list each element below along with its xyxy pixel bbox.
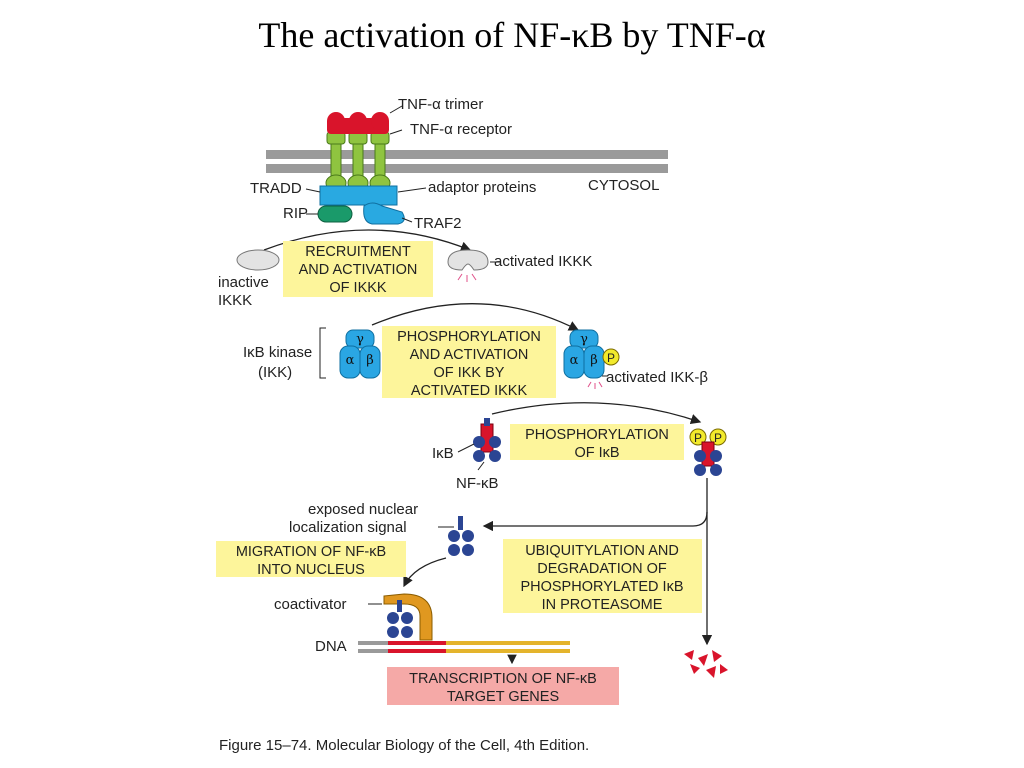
step-phos-ikk: PHOSPHORYLATION AND ACTIVATION OF IKK BY…: [382, 326, 556, 399]
step-phos-ikb-line-1: PHOSPHORYLATION: [525, 427, 669, 443]
ikk-alpha-symbol: α: [346, 353, 355, 368]
ikb-phospho-symbol-2: P: [714, 431, 722, 445]
phospho-ikb-complex: P P: [689, 428, 727, 476]
tnf-trimer-label: TNF-α trimer: [398, 96, 483, 113]
activated-ikkk-label: activated IKKK: [494, 253, 592, 270]
step-phos-ikk-line-2: AND ACTIVATION: [410, 347, 529, 363]
degraded-fragments: [684, 650, 728, 678]
ikb-phospho-symbol-1: P: [694, 431, 702, 445]
activated-ikkk: [447, 249, 489, 282]
step-transcription-line-1: TRANSCRIPTION OF NF-κB: [409, 671, 597, 687]
step-phos-ikk-line-4: ACTIVATED IKKK: [411, 383, 528, 399]
tradd-label: TRADD: [250, 180, 302, 197]
nfkb-label: NF-κB: [456, 475, 499, 492]
activated-ikk-complex: γ α β P: [563, 329, 620, 389]
active-ikk-gamma-symbol: γ: [580, 332, 588, 347]
adaptor-proteins-label: adaptor proteins: [428, 179, 536, 196]
inactive-ikkk-label-2: IKKK: [218, 292, 252, 309]
dna-strand: [358, 641, 570, 653]
step-migration-line-1: MIGRATION OF NF-κB: [236, 544, 386, 560]
adaptor-complex: [317, 185, 405, 225]
phos-ikk-arrow: [371, 303, 580, 331]
cytosol-label: CYTOSOL: [588, 177, 659, 194]
ikb-label: IκB: [432, 445, 454, 462]
coactivator-shape: [383, 593, 433, 641]
ikk-beta-symbol: β: [366, 353, 374, 368]
step-phos-ikk-line-3: OF IKK BY: [434, 365, 505, 381]
traf2-label: TRAF2: [414, 215, 462, 232]
ikk-phospho-symbol: P: [607, 351, 615, 365]
inactive-ikkk: [236, 249, 280, 271]
ikk-complex: γ α β: [339, 329, 381, 379]
step-ubiquitylation-line-2: DEGRADATION OF: [537, 561, 667, 577]
step-phos-ikb: PHOSPHORYLATION OF IκB: [510, 424, 684, 461]
phos-ikb-arrow: [491, 402, 702, 424]
bound-nfkb: [387, 600, 413, 638]
step-recruitment-line-3: OF IKKK: [329, 280, 387, 296]
step-ubiquitylation-line-3: PHOSPHORYLATED IκB: [520, 579, 683, 595]
ikk-gamma-symbol: γ: [356, 332, 364, 347]
step-recruitment: RECRUITMENT AND ACTIVATION OF IKKK: [283, 241, 433, 297]
ikb-kinase-label-2: (IKK): [258, 364, 292, 381]
tnf-receptor-label: TNF-α receptor: [410, 121, 512, 138]
step-phos-ikk-line-1: PHOSPHORYLATION: [397, 329, 541, 345]
step-ubiquitylation: UBIQUITYLATION AND DEGRADATION OF PHOSPH…: [503, 539, 702, 613]
free-nfkb: [448, 516, 474, 556]
rip-label: RIP: [283, 205, 308, 222]
step-recruitment-line-1: RECRUITMENT: [305, 244, 411, 260]
step-phos-ikb-line-2: OF IκB: [574, 445, 619, 461]
step-recruitment-line-2: AND ACTIVATION: [299, 262, 418, 278]
active-ikk-alpha-symbol: α: [570, 353, 579, 368]
step-transcription-line-2: TARGET GENES: [447, 689, 559, 705]
exposed-nls-label-1: exposed nuclear: [308, 501, 418, 518]
ikb-kinase-label-1: IκB kinase: [243, 344, 312, 361]
tnf-trimer-shape: [327, 112, 389, 134]
step-migration-line-2: INTO NUCLEUS: [257, 562, 365, 578]
active-ikk-beta-symbol: β: [590, 353, 598, 368]
release-arrow: [482, 478, 708, 532]
step-ubiquitylation-line-1: UBIQUITYLATION AND: [525, 543, 679, 559]
coactivator-label: coactivator: [274, 596, 347, 613]
tnf-receptor-complex: [325, 112, 391, 192]
step-transcription: TRANSCRIPTION OF NF-κB TARGET GENES: [387, 667, 619, 705]
tnf-receptor-stalks: [325, 131, 391, 192]
dna-label: DNA: [315, 638, 347, 655]
step-migration: MIGRATION OF NF-κB INTO NUCLEUS: [216, 541, 406, 578]
figure-caption: Figure 15–74. Molecular Biology of the C…: [219, 737, 589, 754]
plasma-membrane: [266, 150, 668, 173]
ikb-nfkb-complex: [473, 418, 501, 462]
step-ubiquitylation-line-4: IN PROTEASOME: [542, 597, 663, 613]
migration-arrow: [403, 557, 447, 588]
slide-title: The activation of NF-κB by TNF-α: [258, 15, 766, 55]
inactive-ikkk-label-1: inactive: [218, 274, 269, 291]
activated-ikk-beta-label: activated IKK-β: [606, 369, 708, 386]
exposed-nls-label-2: localization signal: [289, 519, 407, 536]
